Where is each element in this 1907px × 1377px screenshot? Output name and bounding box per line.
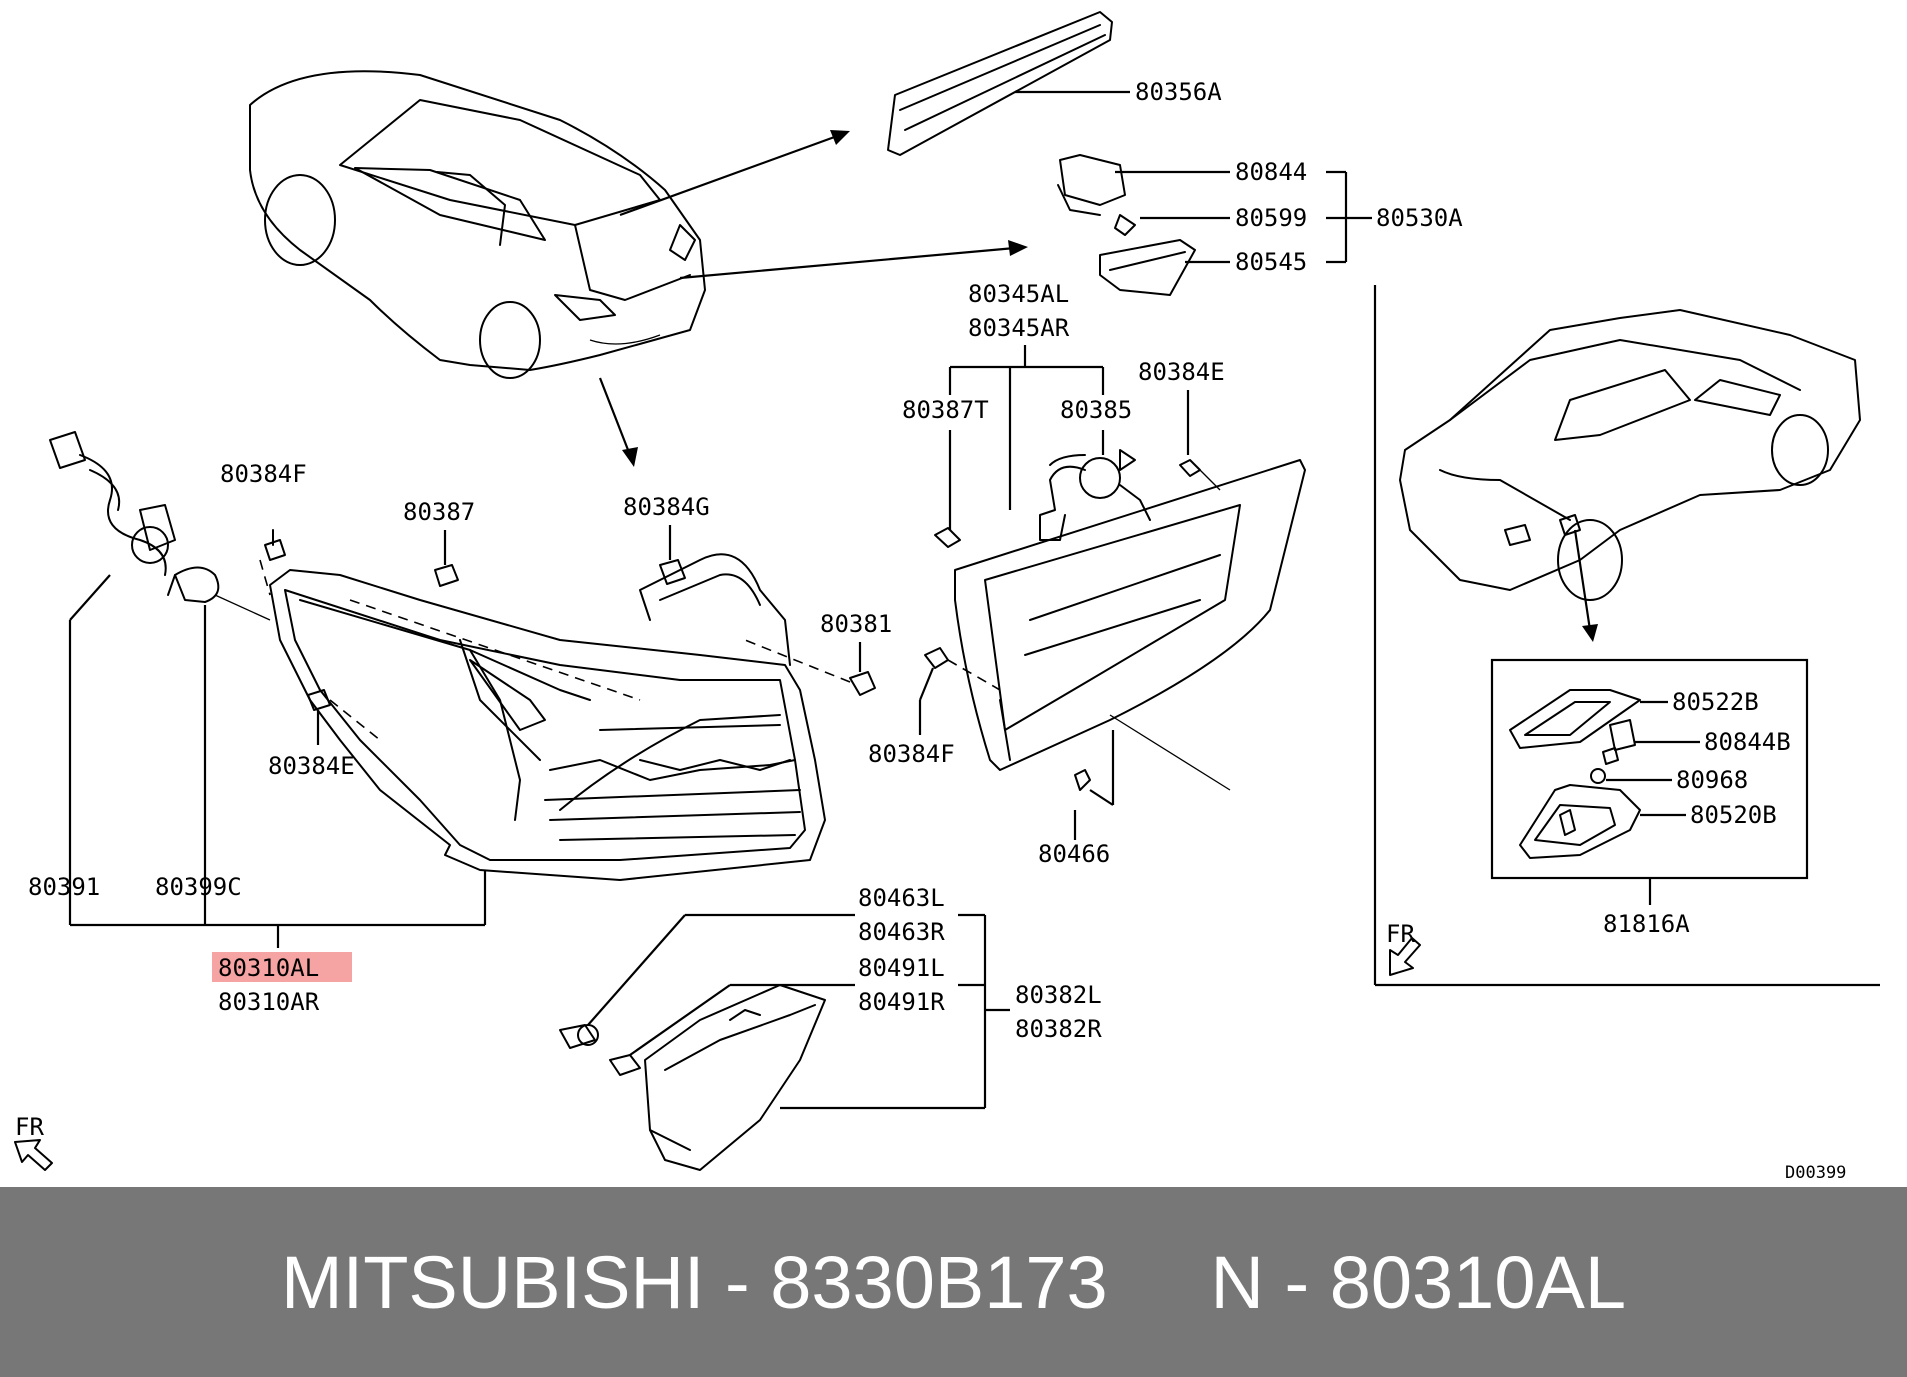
part-label-80387T: 80387T <box>902 396 989 424</box>
part-label-80385: 80385 <box>1060 396 1132 424</box>
reflector-lamp-illustration <box>644 984 826 1171</box>
part-label-81816A: 81816A <box>1603 910 1690 938</box>
part-label-80384F-middle: 80384F <box>868 740 955 768</box>
socket-wire-harness-illustration <box>49 431 176 576</box>
footer-catalog-number: N - 80310AL <box>1210 1240 1627 1324</box>
car-side-rear-illustration <box>1399 309 1861 601</box>
part-label-80387: 80387 <box>403 498 475 526</box>
part-label-80399C: 80399C <box>155 873 242 901</box>
part-label-80599: 80599 <box>1235 204 1307 232</box>
part-label-80382L: 80382L <box>1015 981 1102 1009</box>
highlight-box <box>212 952 352 982</box>
part-label-80384E-right: 80384E <box>1138 358 1225 386</box>
part-label-80491R: 80491R <box>858 988 945 1016</box>
bulb-80399C-illustration <box>167 566 220 603</box>
clip-80384F-middle-illustration <box>924 647 949 669</box>
screw-80381-illustration <box>849 671 876 696</box>
part-label-80310AL: 80310AL <box>218 954 319 982</box>
outer-tail-lamp-illustration <box>269 553 826 881</box>
part-label-80463R: 80463R <box>858 918 945 946</box>
part-label-80545: 80545 <box>1235 248 1307 276</box>
footer-brand-part-number: MITSUBISHI - 8330B173 <box>281 1240 1108 1324</box>
part-label-80382R: 80382R <box>1015 1015 1102 1043</box>
part-label-80345AL: 80345AL <box>968 280 1069 308</box>
clip-80384F-left-illustration <box>264 529 286 561</box>
fr-label-left: FR <box>15 1113 44 1141</box>
inner-tail-lamp-illustration <box>934 449 1306 791</box>
drawing-code: D00399 <box>1785 1163 1846 1183</box>
license-lamp-lens-illustration <box>1509 689 1641 749</box>
part-label-80522B: 80522B <box>1672 688 1759 716</box>
clip-80387-illustration <box>434 564 459 587</box>
part-label-80844: 80844 <box>1235 158 1307 186</box>
high-mount-stop-lamp-illustration <box>887 11 1113 156</box>
license-lamp-kit-box <box>1490 658 1809 880</box>
clip-80384G-illustration <box>659 559 686 585</box>
bulb-80491-illustration <box>609 1054 641 1076</box>
pointer-arrows <box>598 130 1598 642</box>
part-label-80384G: 80384G <box>623 493 710 521</box>
license-socket-illustration <box>1602 719 1636 765</box>
part-label-80844B: 80844B <box>1704 728 1791 756</box>
part-label-80530A: 80530A <box>1376 204 1463 232</box>
fr-label-right: FR <box>1386 920 1415 948</box>
clip-80384E-left-illustration <box>307 689 331 711</box>
fr-arrow-right-icon <box>1389 937 1421 976</box>
part-label-80463L: 80463L <box>858 884 945 912</box>
footer-spacer <box>1108 1240 1211 1325</box>
part-label-80466: 80466 <box>1038 840 1110 868</box>
part-label-80310AR: 80310AR <box>218 988 320 1016</box>
parts-diagram: 80356A 80844 80599 80545 80530A 80345AL … <box>14 11 1880 1183</box>
car-rear-view-illustration <box>249 70 706 379</box>
part-label-80384F-left: 80384F <box>220 460 307 488</box>
part-label-80391: 80391 <box>28 873 100 901</box>
socket-80463-illustration <box>559 1024 599 1049</box>
license-lamp-housing-illustration <box>1519 784 1641 859</box>
footer-banner: MITSUBISHI - 8330B173 N - 80310AL <box>0 1187 1907 1377</box>
part-label-80491L: 80491L <box>858 954 945 982</box>
part-label-80520B: 80520B <box>1690 801 1777 829</box>
fr-arrow-left-icon <box>14 1139 53 1171</box>
part-label-80968: 80968 <box>1676 766 1748 794</box>
license-lamp-bracket-illustration <box>1057 154 1196 296</box>
part-label-80356A: 80356A <box>1135 78 1222 106</box>
part-label-80384E-left: 80384E <box>268 752 355 780</box>
part-label-80345AR: 80345AR <box>968 314 1070 342</box>
part-label-80381: 80381 <box>820 610 892 638</box>
license-bulb-illustration <box>1590 768 1606 784</box>
